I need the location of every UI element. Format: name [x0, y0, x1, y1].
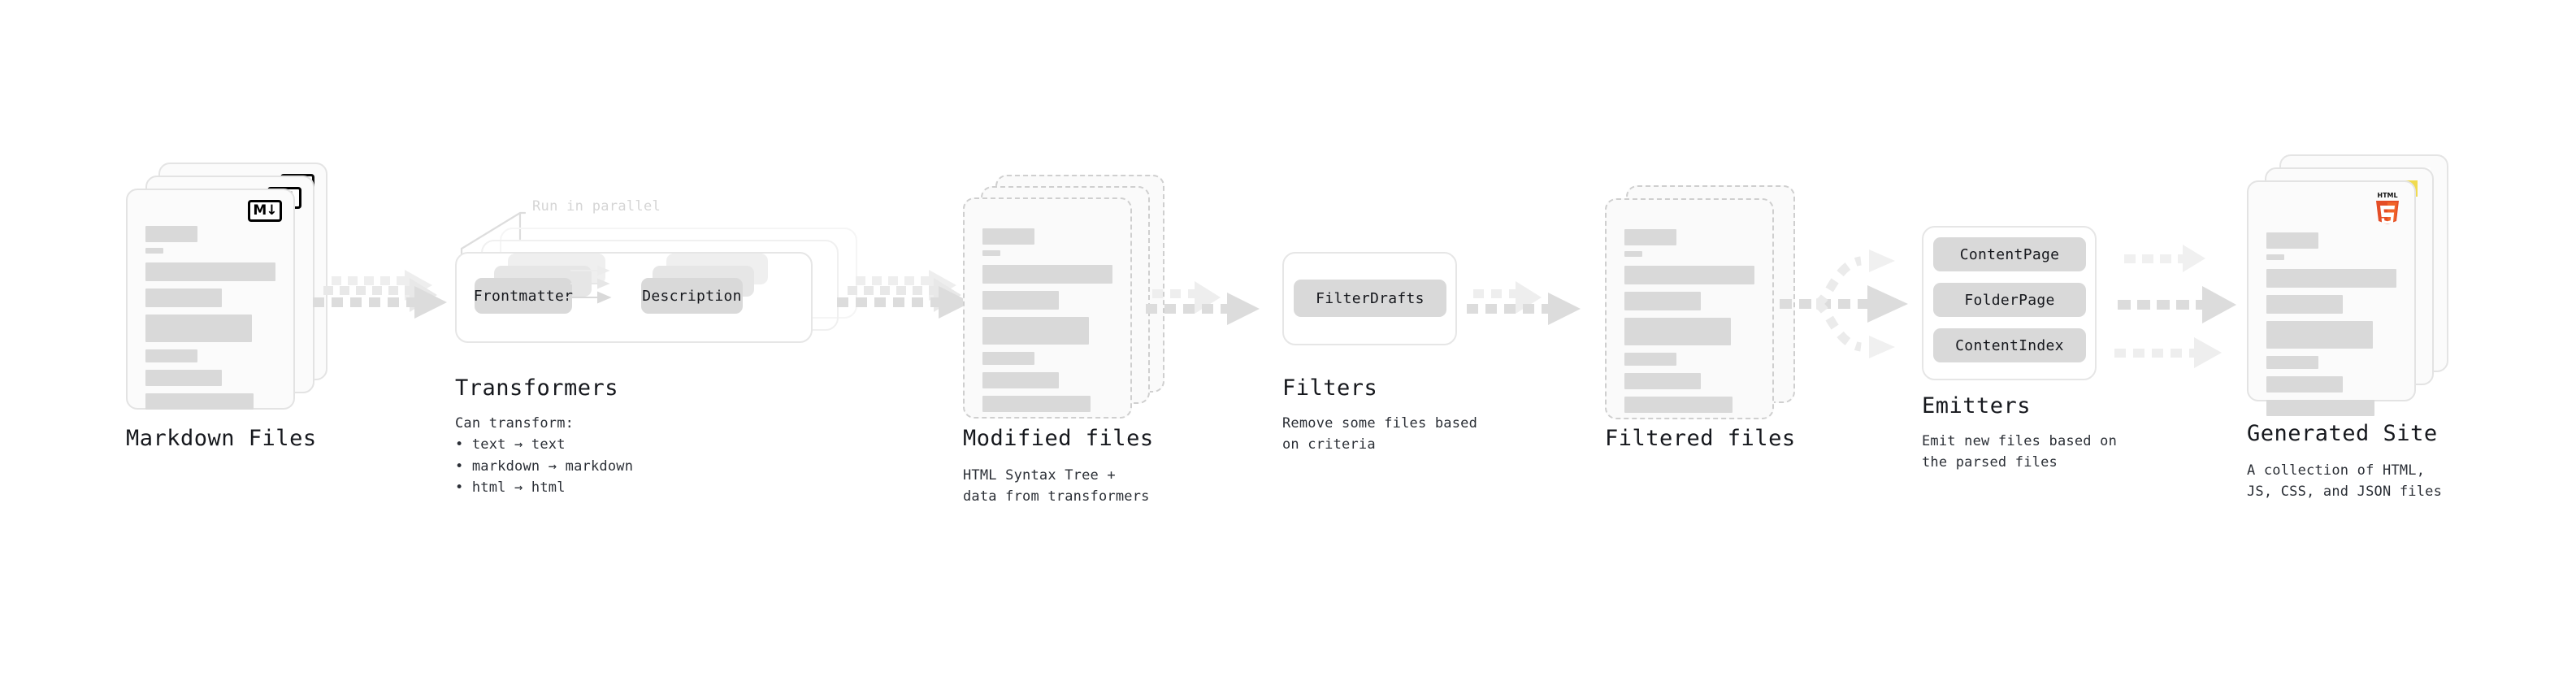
generated-skeleton [2266, 232, 2396, 416]
modified-files-stack [963, 175, 1164, 419]
transformer-pill-description[interactable]: Description [641, 278, 743, 314]
transformer-pill-frontmatter[interactable]: Frontmatter [474, 278, 573, 314]
skeleton-bar [145, 288, 223, 307]
skeleton-bar [982, 265, 1112, 284]
emitters-description: Emit new files based on the parsed files [1922, 433, 2118, 471]
skeleton-bar [2266, 232, 2318, 249]
modified-card-front [963, 197, 1132, 419]
html5-badge-icon: HTML [2372, 190, 2403, 226]
emitter-pill-contentindex[interactable]: ContentIndex [1933, 328, 2086, 362]
emitters-title: Emitters [1922, 393, 2032, 419]
transformers-description: Can transform: • text → text • markdown … [455, 415, 634, 497]
skeleton-bar [2266, 269, 2396, 288]
modified-files-title: Modified files [963, 426, 1154, 451]
skeleton-bar [1624, 353, 1676, 366]
modified-files-description: HTML Syntax Tree + data from transformer… [963, 467, 1150, 505]
markdown-files-stack: M↓ M↓ M↓ [126, 163, 327, 410]
generated-site-title: Generated Site [2247, 421, 2438, 446]
skeleton-bar [145, 370, 223, 386]
skeleton-bar [2266, 356, 2318, 369]
skeleton-bar [1624, 318, 1732, 345]
transformers-title: Transformers [455, 375, 619, 401]
filters-title: Filters [1282, 375, 1378, 401]
markdown-files-title: Markdown Files [126, 426, 317, 451]
svg-text:HTML: HTML [2377, 192, 2397, 199]
skeleton-bar [145, 349, 197, 362]
skeleton-bar [982, 317, 1090, 345]
skeleton-bar [145, 226, 197, 242]
filtered-skeleton [1624, 229, 1754, 413]
filtered-files-stack [1605, 185, 1795, 429]
connector-modified-to-filters [1146, 281, 1260, 325]
skeleton-bar [145, 393, 254, 410]
run-in-parallel-label: Run in parallel [532, 198, 661, 215]
skeleton-bar [1624, 373, 1702, 389]
modified-skeleton [982, 228, 1112, 412]
skeleton-bar [982, 396, 1091, 412]
skeleton-bar [1624, 229, 1676, 245]
skeleton-bar [145, 314, 253, 342]
connector-transformers-to-modified [837, 270, 971, 319]
skeleton-bar [2266, 400, 2374, 416]
connector-md-to-transformers [313, 270, 447, 319]
generated-site-stack: CSS HTML [2247, 154, 2448, 416]
skeleton-bar [2266, 376, 2344, 393]
markdown-skeleton [145, 226, 275, 410]
filtered-files-title: Filtered files [1605, 426, 1796, 451]
skeleton-bar [982, 352, 1034, 365]
markdown-card-front: M↓ [126, 189, 295, 410]
skeleton-bar [982, 250, 1000, 256]
generated-card-front: HTML [2247, 180, 2416, 416]
md-badge-icon: M↓ [248, 200, 282, 222]
skeleton-bar [2266, 295, 2344, 314]
skeleton-bar [1624, 266, 1754, 284]
skeleton-bar [145, 262, 275, 281]
connector-emitters-to-site [2114, 245, 2236, 368]
skeleton-bar [982, 291, 1060, 310]
filtered-card-front [1605, 198, 1774, 419]
skeleton-bar [2266, 254, 2284, 260]
skeleton-bar [982, 228, 1034, 245]
skeleton-bar [2266, 321, 2374, 349]
connector-filtered-to-emitters [1780, 249, 1908, 358]
transformer-inner-arrows [562, 265, 612, 304]
connector-filters-to-filtered [1467, 281, 1581, 325]
skeleton-bar [1624, 397, 1733, 413]
emitter-pill-folderpage[interactable]: FolderPage [1933, 283, 2086, 317]
skeleton-bar [1624, 292, 1702, 310]
skeleton-bar [982, 372, 1060, 388]
filters-description: Remove some files based on criteria [1282, 415, 1478, 453]
skeleton-bar [145, 248, 163, 254]
skeleton-bar [1624, 251, 1642, 257]
generated-site-description: A collection of HTML, JS, CSS, and JSON … [2247, 462, 2443, 501]
emitter-pill-contentpage[interactable]: ContentPage [1933, 237, 2086, 271]
filter-pill-filterdrafts[interactable]: FilterDrafts [1294, 280, 1446, 317]
